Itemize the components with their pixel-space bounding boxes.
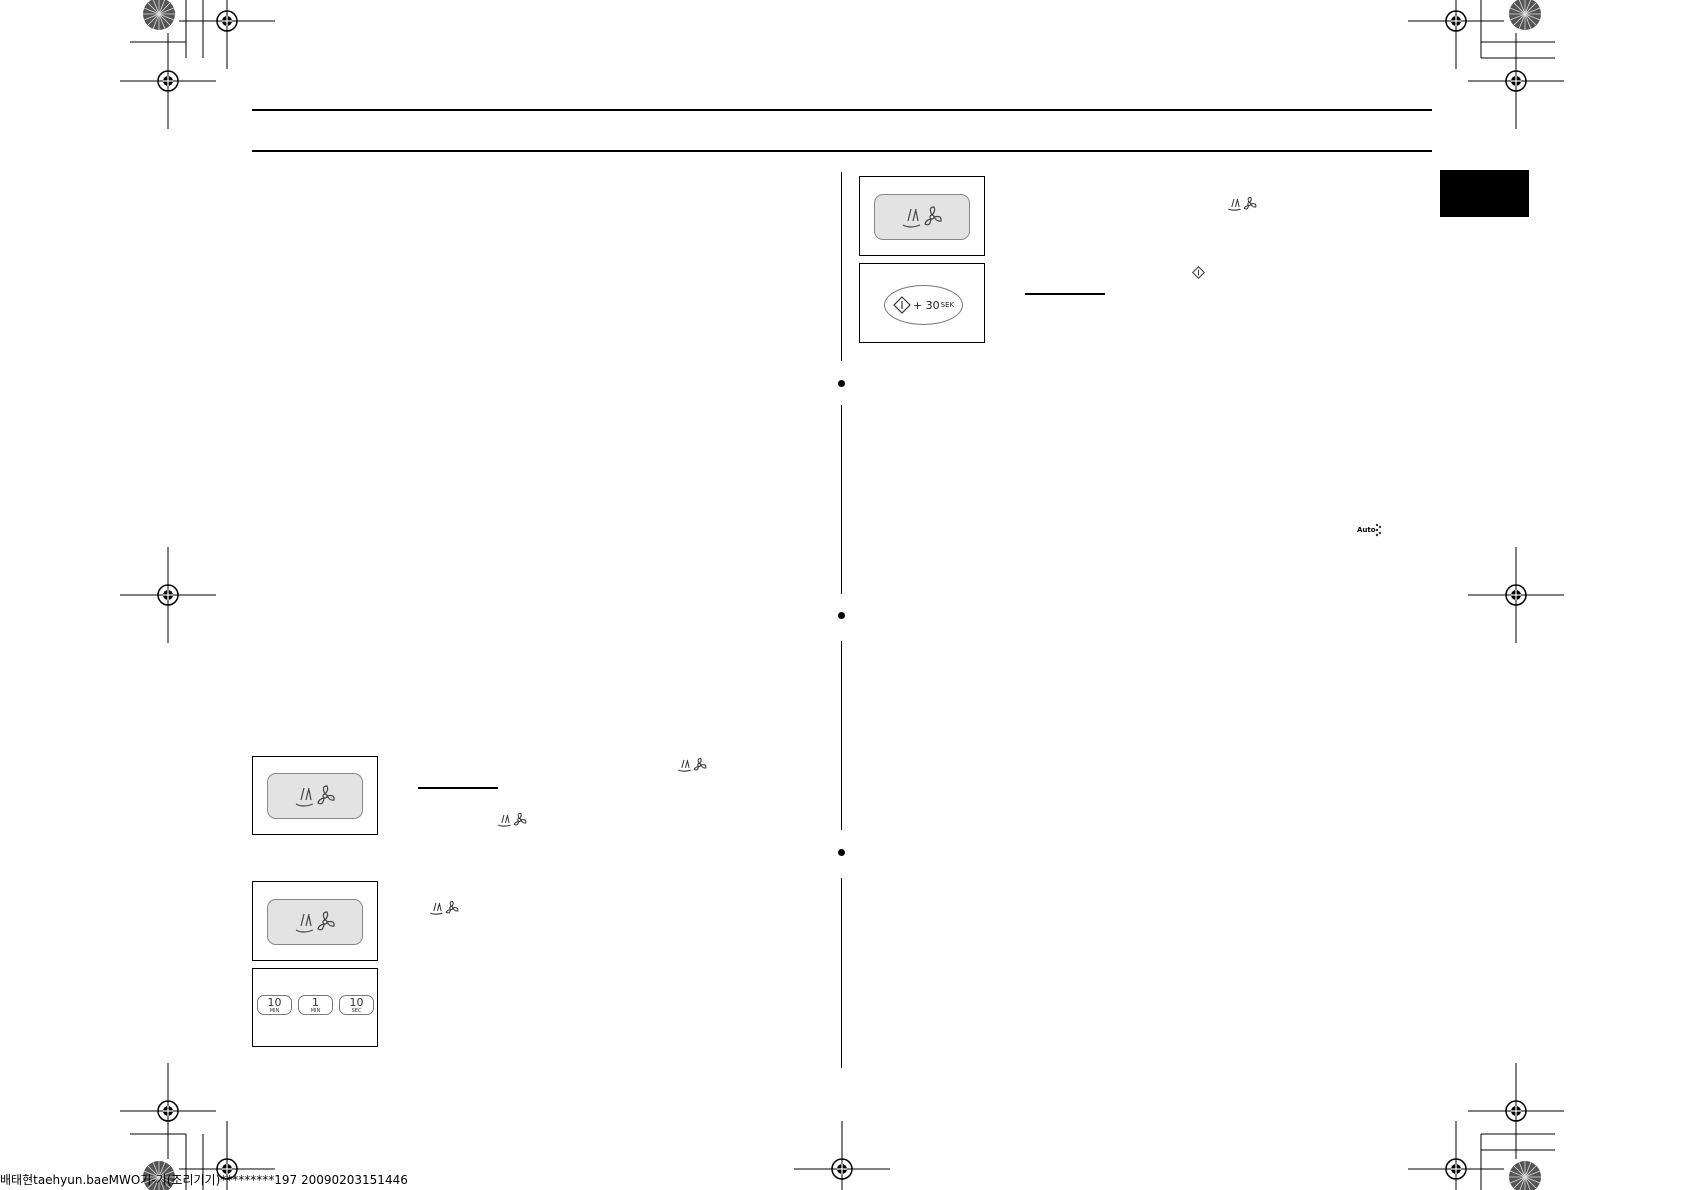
- start-label: + 30: [912, 298, 940, 312]
- registration-target-icon: [1467, 1062, 1565, 1160]
- column-divider-4: [841, 878, 842, 1068]
- steam-fan-icon: [497, 812, 527, 827]
- header-rule-top: [252, 109, 1432, 111]
- registration-target-icon: [119, 32, 217, 130]
- steam-fan-icon: [295, 911, 335, 933]
- registration-target-icon: [119, 546, 217, 644]
- steam-fan-icon: [902, 206, 942, 228]
- steam-fan-button[interactable]: [267, 899, 363, 945]
- section-tab: [1440, 170, 1529, 217]
- figure-start-button: + 30 SEK: [859, 263, 985, 343]
- right-underline: [1025, 293, 1105, 295]
- header-rule-bottom: [252, 150, 1432, 152]
- steam-fan-icon: [677, 757, 707, 772]
- steam-fan-button[interactable]: [267, 773, 363, 819]
- auto-label: Auto: [1357, 526, 1376, 534]
- registration-target-icon: [1407, 1120, 1505, 1190]
- registration-target-icon: [178, 0, 276, 70]
- registration-target-icon: [1467, 546, 1565, 644]
- registration-target-icon: [119, 1062, 217, 1160]
- start-30-button[interactable]: + 30 SEK: [884, 285, 963, 325]
- bullet-2: [838, 612, 845, 619]
- steam-fan-button[interactable]: [874, 194, 970, 240]
- figure-steam-fan-button-right: [859, 176, 985, 256]
- color-wheel-icon: [142, 0, 176, 31]
- color-wheel-icon: [1508, 0, 1542, 31]
- steam-fan-icon: [429, 900, 459, 915]
- bullet-1: [838, 380, 845, 387]
- column-divider-2: [841, 405, 842, 594]
- color-wheel-icon: [1508, 1160, 1542, 1190]
- registration-target-icon: [1407, 0, 1505, 70]
- figure-steam-fan-button-a: [252, 756, 378, 835]
- registration-target-icon: [793, 1120, 891, 1190]
- start-diamond-icon: [893, 296, 911, 314]
- auto-sensor-icon: [1375, 523, 1382, 537]
- start-unit: SEK: [940, 301, 955, 309]
- print-footer: 배태현taehyun.baeMWO기-기(조리기기)*********197 2…: [0, 1173, 408, 1187]
- registration-target-icon: [1467, 32, 1565, 130]
- figure-steam-fan-button-b: [252, 881, 378, 961]
- bullet-3: [838, 849, 845, 856]
- column-divider-1: [841, 172, 842, 361]
- left-underline: [418, 787, 498, 789]
- column-divider-3: [841, 641, 842, 830]
- steam-fan-icon: [295, 785, 335, 807]
- start-diamond-icon: [1192, 266, 1205, 279]
- steam-fan-icon: [1227, 196, 1257, 211]
